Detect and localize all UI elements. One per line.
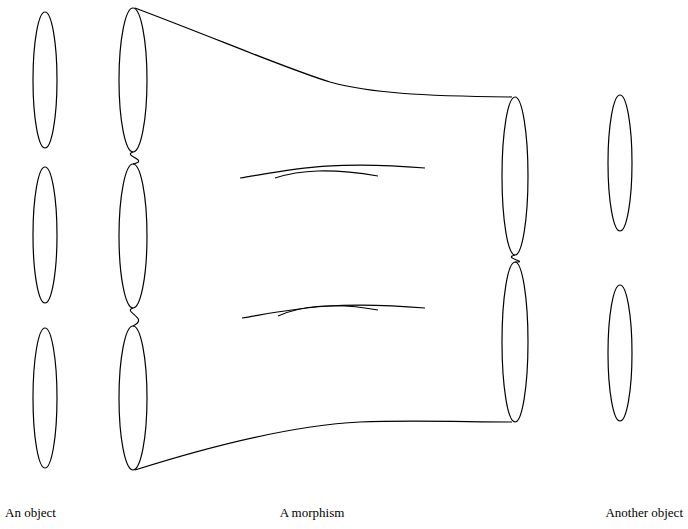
handle <box>278 306 378 316</box>
surface-join <box>130 308 138 326</box>
handle <box>240 165 425 178</box>
circle <box>608 95 632 231</box>
caption-label: A morphism <box>280 505 345 521</box>
surface-join <box>130 152 138 164</box>
boundary-circle <box>119 8 147 152</box>
caption-label: Another object <box>605 505 683 521</box>
boundary-circle <box>502 262 528 422</box>
caption-label: An object <box>5 505 56 521</box>
surface-join <box>511 255 519 262</box>
circle <box>33 12 57 148</box>
boundary-circle <box>502 97 528 255</box>
circle <box>33 167 57 303</box>
circle <box>33 328 57 468</box>
boundary-circle <box>119 326 147 470</box>
handle <box>242 305 425 318</box>
handle <box>275 171 378 178</box>
circle <box>608 285 632 421</box>
surface-edge <box>135 421 512 470</box>
boundary-circle <box>119 164 147 308</box>
surface-edge <box>135 8 512 97</box>
